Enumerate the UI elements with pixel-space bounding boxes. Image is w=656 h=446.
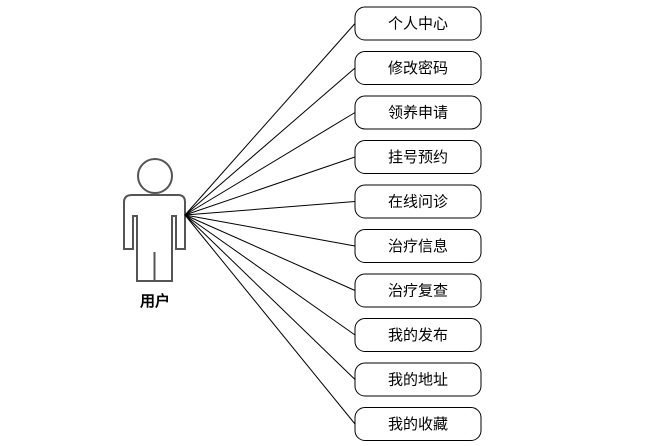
- user-icon: [123, 158, 186, 282]
- use-case-box: [354, 51, 482, 85]
- use-case-label: 治疗复查: [388, 282, 448, 300]
- use-case-label: 我的地址: [388, 371, 448, 389]
- use-case-box: [354, 6, 482, 41]
- use-case-label: 治疗信息: [388, 237, 448, 255]
- use-case: 挂号预约: [354, 140, 482, 174]
- use-case-box: [354, 184, 482, 219]
- use-case-label: 我的发布: [388, 326, 448, 344]
- use-case: 在线问诊: [354, 184, 482, 219]
- use-case: 领养申请: [354, 95, 482, 130]
- connector-line: [184, 214, 356, 336]
- use-case: 我的收藏: [354, 407, 482, 441]
- connector-line: [184, 201, 356, 216]
- connectors: [184, 23, 356, 425]
- use-case-box: [354, 229, 482, 263]
- connector-line: [184, 214, 356, 247]
- actor-label: 用户: [140, 292, 170, 310]
- connector-line: [184, 214, 356, 291]
- connector-line: [184, 214, 356, 380]
- use-case: 个人中心: [354, 6, 482, 41]
- use-case-label: 领养申请: [388, 104, 448, 122]
- use-case-label: 在线问诊: [388, 193, 448, 211]
- use-case-label: 我的收藏: [388, 415, 448, 433]
- use-case: 修改密码: [354, 51, 482, 85]
- actor: 用户: [123, 158, 186, 310]
- use-case-box: [354, 362, 482, 397]
- use-case: 治疗信息: [354, 229, 482, 263]
- use-case-label: 挂号预约: [388, 148, 448, 166]
- use-case-label: 个人中心: [388, 15, 448, 33]
- connector-line: [184, 214, 356, 425]
- connector-line: [184, 112, 356, 216]
- connector-line: [184, 23, 356, 216]
- use-case: 我的发布: [354, 318, 482, 352]
- use-case-box: [354, 95, 482, 130]
- use-case-label: 修改密码: [388, 59, 448, 77]
- use-case-box: [354, 140, 482, 174]
- connector-line: [184, 67, 356, 216]
- use-case-box: [354, 318, 482, 352]
- use-case-box: [354, 407, 482, 441]
- use-case: 治疗复查: [354, 273, 482, 308]
- use-case: 我的地址: [354, 362, 482, 397]
- use-case-box: [354, 273, 482, 308]
- connector-line: [184, 156, 356, 216]
